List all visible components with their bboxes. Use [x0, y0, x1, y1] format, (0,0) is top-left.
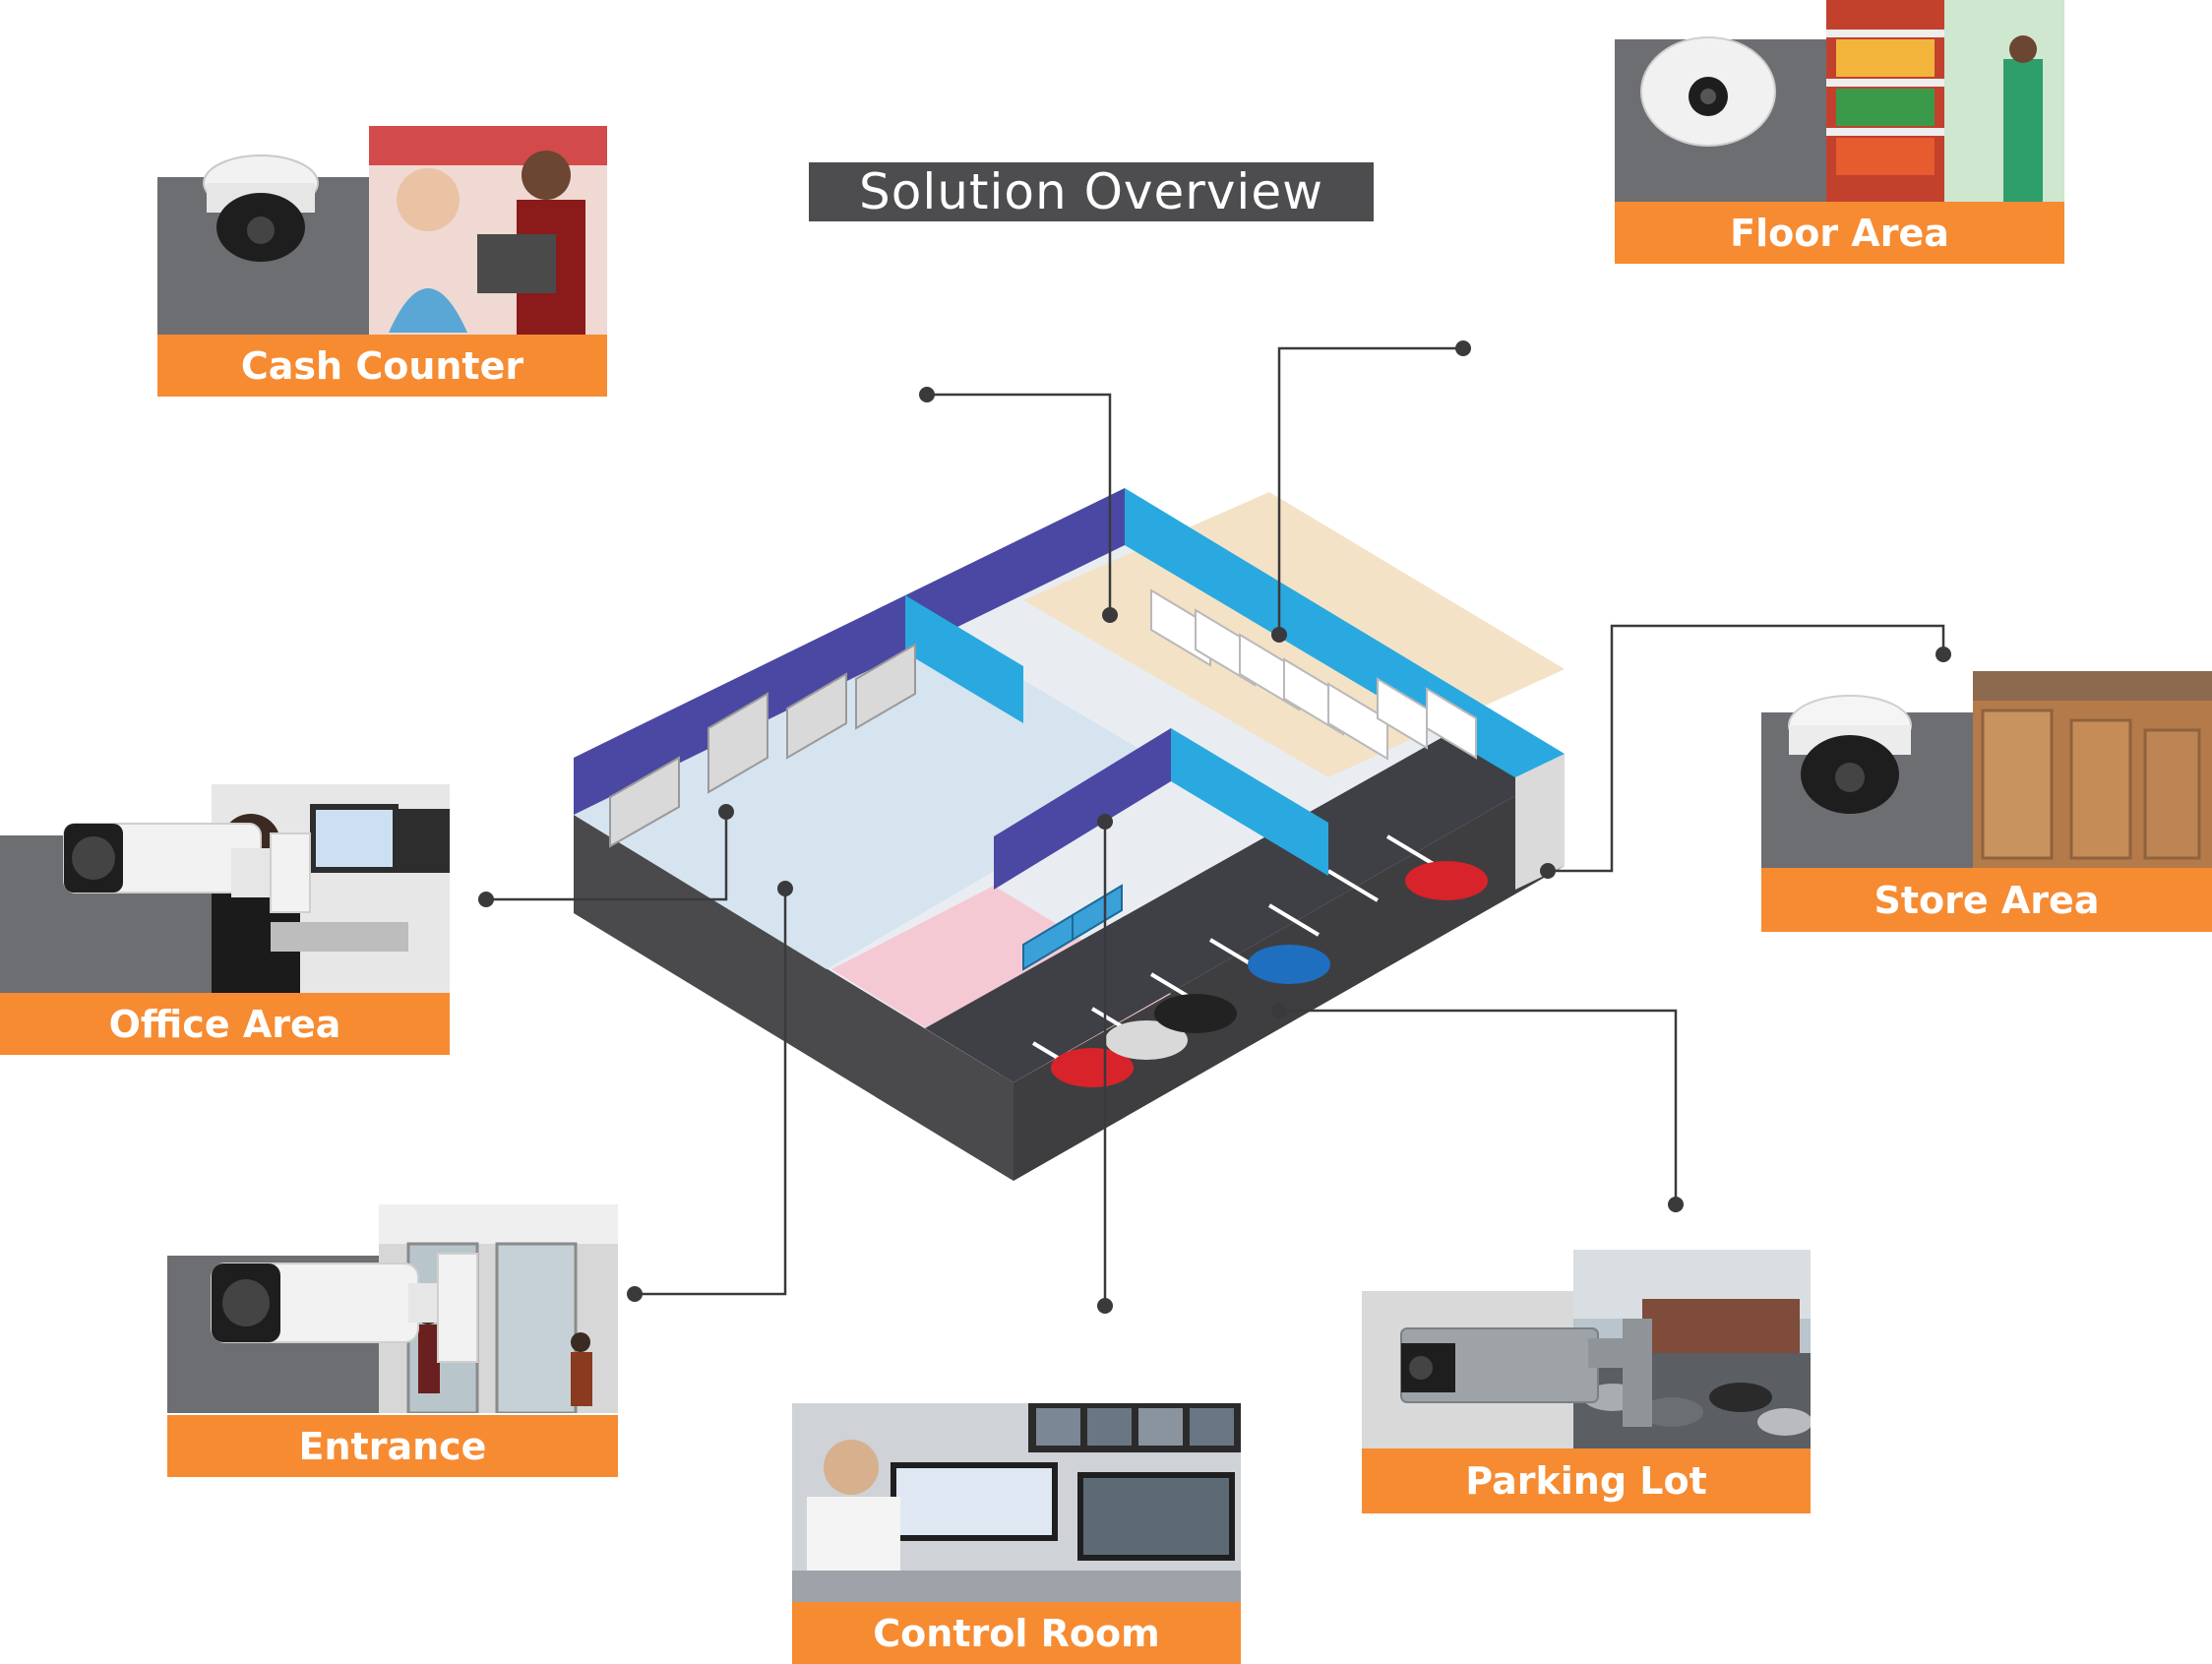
- entrance-doors-photo: [379, 1204, 618, 1413]
- connector-dot: [1271, 627, 1287, 643]
- bullet-camera-icon: [211, 1253, 478, 1363]
- card-control-room: Control Room: [792, 1403, 1241, 1664]
- connector-dot: [1936, 647, 1951, 662]
- bullet-camera-icon: [63, 823, 311, 913]
- connector-dot: [627, 1286, 643, 1302]
- label-office-area: Office Area: [0, 993, 450, 1055]
- car-black: [1154, 994, 1237, 1033]
- label-parking-lot: Parking Lot: [1362, 1448, 1811, 1513]
- card-entrance: Entrance: [167, 1204, 618, 1477]
- connector-store-area: [1548, 624, 1945, 873]
- parking-lot-photo: [1573, 1250, 1811, 1448]
- connector-floor-area: [1277, 346, 1463, 635]
- cashier-photo: [369, 126, 607, 335]
- dome-camera-icon: [203, 154, 319, 262]
- card-office-area: Office Area: [0, 784, 450, 1055]
- connector-dot: [1102, 607, 1118, 623]
- connector-dot: [1455, 340, 1471, 356]
- parking-zone: [925, 718, 1565, 1082]
- label-entrance: Entrance: [167, 1415, 618, 1477]
- mini-dome-camera-icon: [1640, 36, 1776, 147]
- connector-dot: [1097, 1298, 1113, 1314]
- label-store-area: Store Area: [1761, 868, 2212, 932]
- control-room-photo: [792, 1403, 1241, 1602]
- connector-entrance: [635, 889, 787, 1296]
- dome-camera-icon: [1788, 695, 1912, 814]
- label-control-room: Control Room: [792, 1602, 1241, 1664]
- connector-office-area: [486, 812, 728, 901]
- connector-cash-counter: [927, 393, 1112, 615]
- label-floor-area: Floor Area: [1615, 202, 2064, 264]
- car-red: [1051, 1048, 1134, 1087]
- solution-overview-title: Solution Overview: [809, 162, 1374, 221]
- anpr-camera-icon: [1400, 1319, 1652, 1427]
- office-desk-photo: [212, 784, 450, 993]
- card-floor-area: Floor Area: [1615, 0, 2064, 264]
- card-store-area: Store Area: [1761, 671, 2212, 932]
- connector-parking-lot: [1279, 1009, 1678, 1204]
- car-white: [1105, 1020, 1188, 1060]
- car-blue: [1248, 945, 1330, 984]
- connector-dot: [718, 804, 734, 820]
- card-cash-counter: Cash Counter: [157, 126, 607, 397]
- card-parking-lot: Parking Lot: [1362, 1250, 1811, 1513]
- connector-dot: [919, 387, 935, 402]
- warehouse-photo: [1973, 671, 2212, 868]
- label-cash-counter: Cash Counter: [157, 335, 607, 397]
- connector-dot: [478, 892, 494, 907]
- connector-dot: [1540, 863, 1556, 879]
- connector-dot: [1668, 1197, 1684, 1212]
- supermarket-aisle-photo: [1826, 0, 2064, 202]
- connector-dot: [1271, 1003, 1287, 1018]
- connector-dot: [1097, 814, 1113, 830]
- connector-dot: [777, 881, 793, 896]
- car-red-2: [1405, 861, 1488, 900]
